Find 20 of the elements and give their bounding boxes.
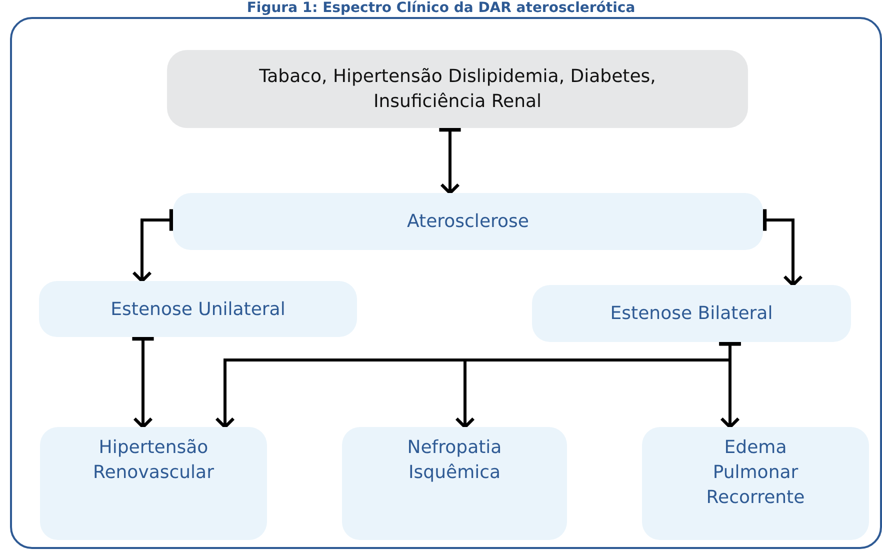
arrow (132, 206, 174, 283)
process-box (40, 427, 267, 540)
figure-title: Figura 1: Espectro Clínico da DAR aterosclerótica (246, 0, 636, 16)
arrow (716, 340, 744, 429)
process-box (642, 427, 869, 540)
node-label: Estenose Unilateral (110, 298, 286, 322)
process-box (39, 281, 357, 337)
node-label: Nefropatia Isquêmica (406, 436, 503, 485)
risk-factor-box (167, 50, 748, 128)
arrow (130, 336, 156, 429)
node-label: Edema Pulmonar Recorrente (705, 436, 806, 510)
arrow (762, 206, 803, 287)
node-label: Estenose Bilateral (610, 302, 773, 326)
node-label: Tabaco, Hipertensão Dislipidemia, Diabetes, Insuficiência Renal (258, 65, 657, 114)
process-box (342, 427, 567, 540)
node-label: Hipertensão Renovascular (92, 436, 215, 485)
arrow (436, 126, 464, 195)
process-box (532, 285, 851, 342)
process-box (173, 193, 763, 250)
node-label: Aterosclerose (407, 210, 529, 234)
